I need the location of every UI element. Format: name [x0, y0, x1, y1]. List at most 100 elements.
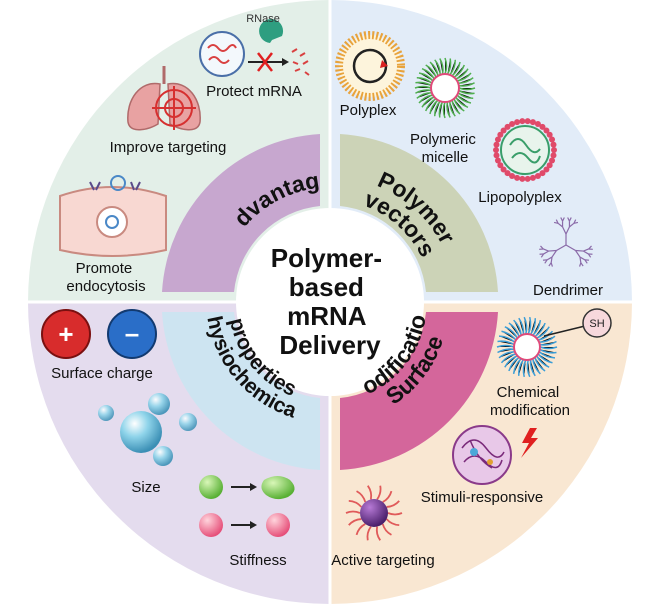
- chemSpikes-strand: [508, 322, 520, 337]
- dendrimer-branch: [583, 250, 589, 255]
- micelleSpikes-strand: [434, 59, 441, 75]
- lipopolyplex-label: Lipopolyplex: [478, 189, 562, 206]
- lipid-bead: [497, 162, 504, 169]
- chemSpikes-strand: [539, 340, 557, 346]
- targetSpikes-strand: [386, 500, 400, 508]
- target-icon: [152, 86, 196, 130]
- positive-charge-sign: +: [58, 319, 73, 349]
- chemSpikes-strand: [522, 359, 527, 378]
- chemSpikes-strand: [512, 358, 522, 374]
- micelleSpikes-strand: [458, 82, 475, 87]
- chemSpikes-strand: [539, 335, 556, 344]
- chemSpikes-strand: [517, 359, 525, 376]
- micelleSpikes-strand: [414, 85, 432, 89]
- surface-charge-label: Surface charge: [51, 365, 153, 382]
- lipid-bead: [494, 136, 501, 143]
- size-spheres-icon: [98, 393, 197, 466]
- rnase-enzyme-icon: [259, 19, 284, 43]
- lipid-bead: [524, 175, 531, 182]
- dendrimer-icon: [539, 217, 593, 267]
- polymeric-micelle-line-1: Polymeric: [410, 131, 476, 148]
- lipid-bead: [493, 147, 499, 153]
- chemSpikes-strand: [501, 330, 517, 341]
- endocytosis-cell-icon: [59, 175, 167, 257]
- lipid-bead: [494, 157, 501, 164]
- chemSpikes-strand: [539, 346, 558, 350]
- protect-mrna-label: Protect mRNA: [206, 83, 302, 100]
- micelleSpikes-strand: [418, 94, 434, 104]
- active-targeting-label: Active targeting: [331, 552, 434, 569]
- chemSpikes-strand: [497, 348, 515, 354]
- polymeric-micelle-line-2: micelle: [422, 149, 469, 166]
- micelleSpikes-strand: [444, 57, 448, 75]
- dendrimer-branch: [543, 248, 549, 252]
- chemSpikes-strand: [534, 357, 546, 372]
- targetSpikes-strand: [385, 518, 400, 527]
- stimuli-responsive-particle-icon: [452, 425, 512, 485]
- chemSpikes-strand: [532, 320, 542, 336]
- size-label: Size: [131, 479, 160, 496]
- chemSpikes-strand: [537, 353, 553, 364]
- dendrimer-branch: [548, 249, 557, 252]
- chemSpikes-strand: [527, 316, 532, 335]
- micelleSpikes-strand: [416, 76, 433, 84]
- lipid-bead: [539, 170, 546, 177]
- micelleSpikes-strand: [451, 99, 461, 115]
- lipid-bead: [504, 170, 511, 177]
- micelleSpikes-strand: [458, 87, 476, 91]
- chemSpikes-strand: [529, 318, 537, 335]
- polymeric-micelle-icon: [414, 57, 476, 119]
- lipid-bead: [524, 118, 531, 125]
- micelleSpikes-strand: [433, 100, 441, 117]
- center-hub: [236, 208, 424, 396]
- micelleSpikes-strand: [458, 77, 474, 84]
- lipid-bead: [504, 123, 511, 130]
- dendrimer-branch: [579, 256, 582, 263]
- chemSpikes-strand: [496, 344, 515, 348]
- chemSpikes-strand: [526, 359, 531, 378]
- micelleSpikes-strand: [415, 81, 432, 87]
- lipid-bead: [519, 175, 526, 182]
- chemSpikes-strand: [539, 348, 557, 354]
- chemSpikes-strand: [500, 353, 517, 364]
- lipid-bead: [514, 174, 521, 181]
- chemSpikes-strand: [504, 355, 518, 368]
- micelleSpikes-strand: [456, 94, 472, 104]
- center-title-line-1: Polymer-: [271, 243, 382, 273]
- dendrimer-branch: [579, 256, 586, 261]
- center-title-line-2: based: [289, 272, 364, 302]
- dendrimer-branch: [579, 262, 582, 267]
- mrna-vesicle-icon: [199, 31, 245, 77]
- chemSpikes-strand: [513, 319, 522, 336]
- micelleSpikes-strand: [453, 64, 465, 78]
- lipid-bead: [500, 166, 507, 173]
- targetSpikes-strand: [382, 490, 393, 503]
- dendrimer-label: Dendrimer: [533, 282, 603, 299]
- micelleSpikes-strand: [438, 101, 444, 118]
- micelleSpikes-strand: [429, 99, 439, 115]
- micelleSpikes-strand: [415, 89, 432, 94]
- targetSpikes-strand: [345, 510, 361, 514]
- segment-advantages: [162, 134, 320, 292]
- polyplex-icon: [335, 31, 405, 101]
- targetSpikes-strand: [366, 526, 372, 541]
- chemical-modification-label: Chemical modification: [490, 384, 570, 419]
- micelleSpikes-strand: [439, 58, 444, 75]
- negative-charge-sign: –: [125, 318, 139, 348]
- lipid-bead: [539, 123, 546, 130]
- micelleSpikes-strand: [458, 89, 475, 95]
- micelleSpikes-strand: [418, 72, 434, 82]
- segment-physiochemical: [162, 312, 320, 470]
- micelleSpikes-strand: [456, 72, 472, 82]
- dendrimer-branch: [562, 226, 567, 235]
- lipid-bead: [529, 174, 536, 181]
- center-title-line-4: Delivery: [279, 330, 381, 360]
- targetSpikes-strand: [376, 485, 382, 500]
- dendrimer-branch: [575, 250, 581, 258]
- chemical-modification-icon: [496, 316, 586, 378]
- chemSpikes-strand: [504, 326, 519, 339]
- lipid-bead: [514, 119, 521, 126]
- lipid-bead: [550, 141, 557, 148]
- chemSpikes-strand: [529, 359, 536, 377]
